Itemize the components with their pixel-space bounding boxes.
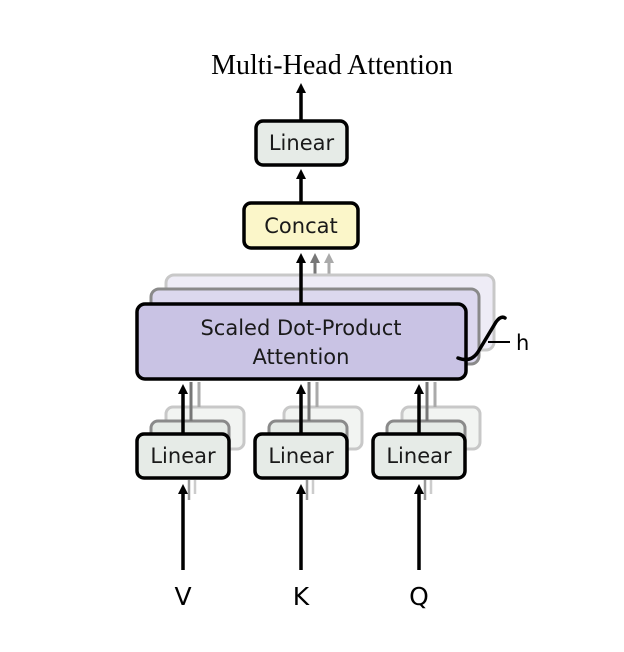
heads-brace: h [456,315,529,362]
attention-block: Scaled Dot-Product Attention [135,302,468,381]
linear-v-label: Linear [150,444,216,468]
output-linear-label: Linear [269,131,335,155]
input-q-label: Q [409,582,429,611]
input-v-label: V [174,582,191,611]
input-arrow-q [414,480,433,570]
input-arrow-v [178,480,197,570]
attention-label-line1: Scaled Dot-Product [200,316,401,340]
attention-label-line2: Attention [253,345,350,369]
input-arrow-k [296,480,315,570]
heads-label: h [516,331,529,355]
concat-label: Concat [264,214,337,238]
input-k-label: K [293,582,310,611]
concat-block: Concat [242,201,360,250]
diagram-title: Multi-Head Attention [211,50,453,81]
linear-v-group: Linear [135,382,246,480]
linear-k-group: Linear [253,382,364,480]
output-linear-block: Linear [254,119,349,167]
linear-k-label: Linear [268,444,334,468]
linear-q-label: Linear [386,444,452,468]
linear-q-group: Linear [371,382,482,480]
